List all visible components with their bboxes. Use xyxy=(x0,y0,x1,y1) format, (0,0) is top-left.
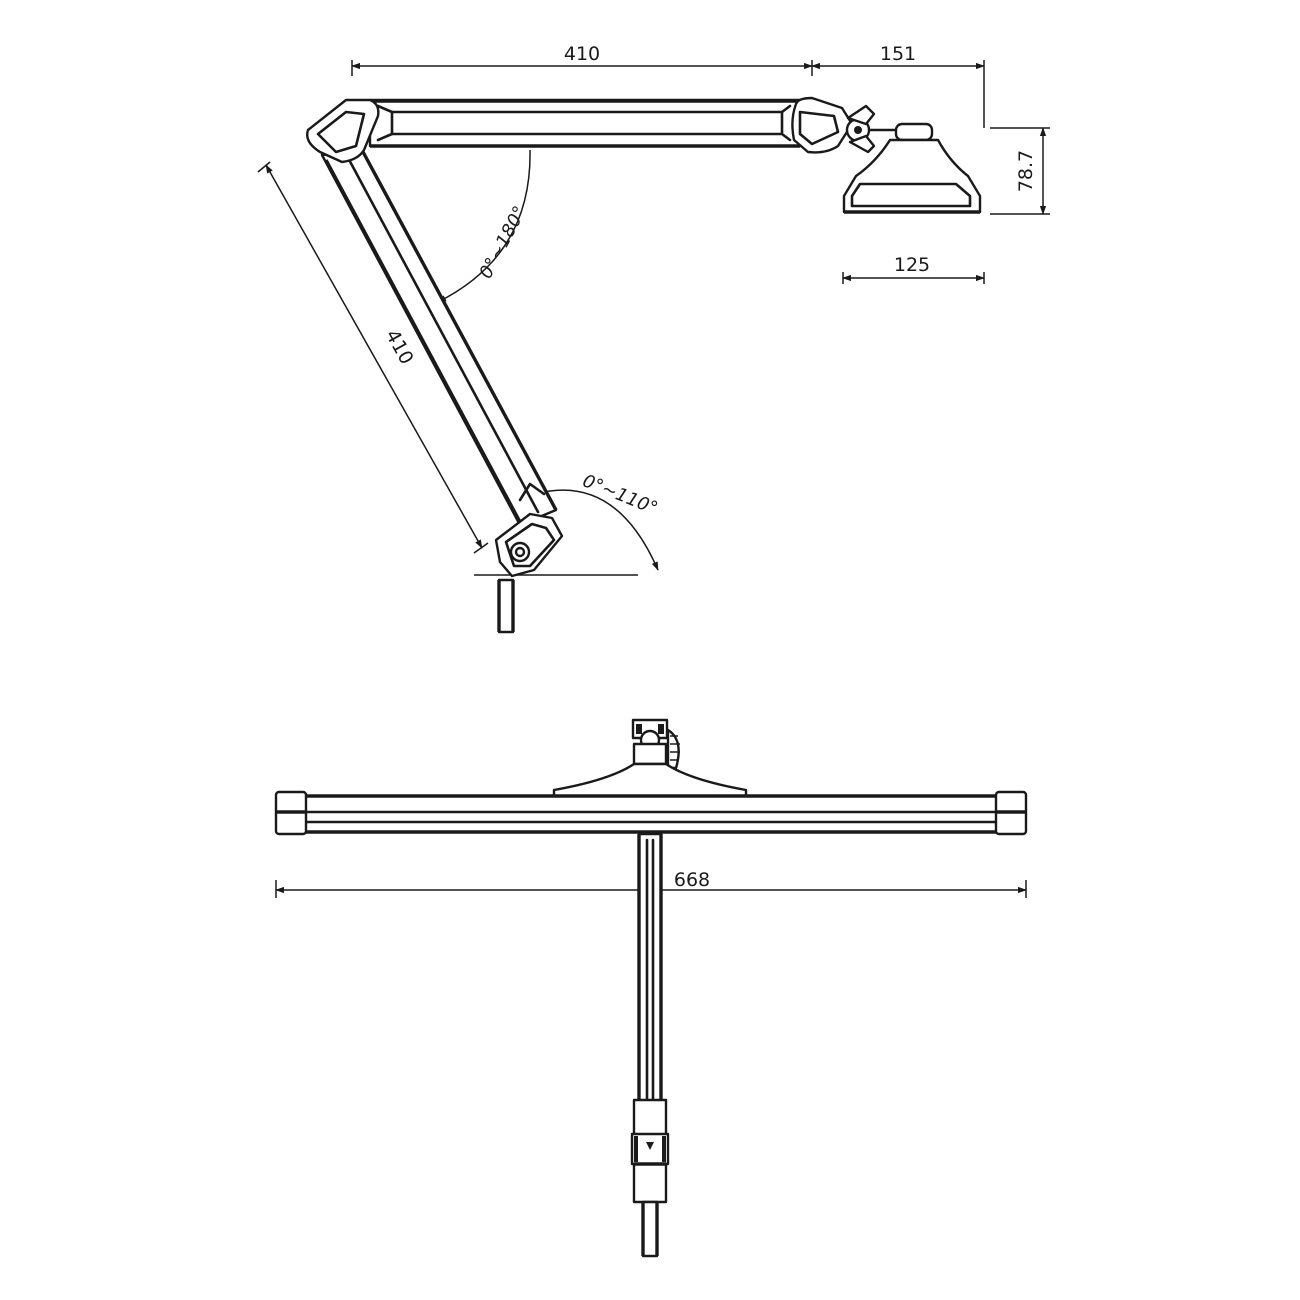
bar-length-label: 668 xyxy=(674,869,710,891)
head-offset-label: 151 xyxy=(880,43,916,65)
front-arm xyxy=(639,834,661,1134)
dimension-head-width: 125 xyxy=(843,254,984,284)
front-connector xyxy=(633,720,680,768)
dimension-upper-arm: 410 xyxy=(352,43,812,76)
light-bar xyxy=(276,792,1026,834)
dimension-head-height: 78.7 xyxy=(990,128,1050,214)
side-view: 410 151 78.7 125 410 xyxy=(258,43,1050,632)
post-side xyxy=(499,580,513,632)
front-post-bottom xyxy=(643,1202,657,1256)
base-pivot xyxy=(496,514,562,576)
head-height-label: 78.7 xyxy=(1015,150,1037,192)
angle-base: 0°~110° xyxy=(544,470,661,570)
head-joint xyxy=(792,98,898,152)
lower-arm-length-label: 410 xyxy=(381,326,418,368)
upper-arm xyxy=(370,100,800,146)
front-clamp xyxy=(632,1100,668,1202)
elbow-joint xyxy=(307,100,378,162)
angle-elbow: 0°~180° xyxy=(438,150,531,302)
upper-arm-length-label: 410 xyxy=(564,43,600,65)
head-width-label: 125 xyxy=(894,254,930,276)
elbow-angle-label: 0°~180° xyxy=(475,203,531,283)
front-view: 668 xyxy=(276,720,1026,1256)
lower-arm xyxy=(322,150,556,525)
